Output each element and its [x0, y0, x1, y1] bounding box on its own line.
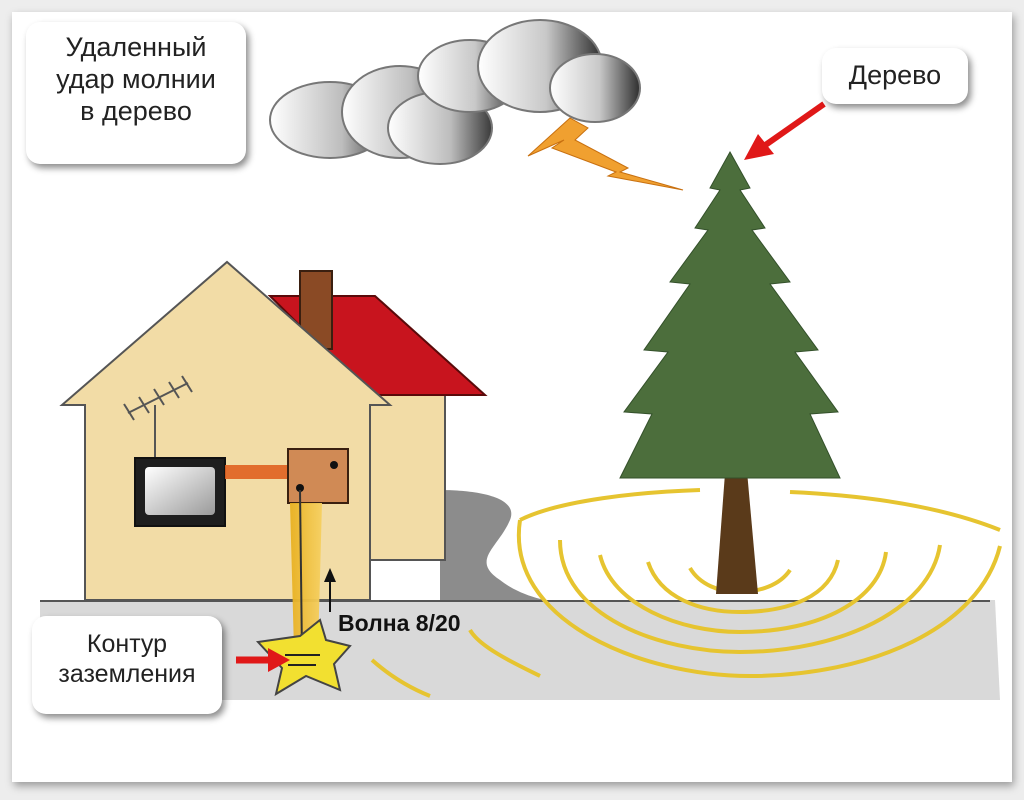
remote-strike-line-2: удар молнии: [56, 63, 216, 94]
box-terminal-bottom: [296, 484, 304, 492]
arrow-to-ground-loop: [236, 648, 290, 672]
ground-loop-line-1: Контур: [86, 630, 168, 658]
remote-strike-label: Удаленный удар молнии в дерево: [26, 22, 246, 164]
tree-label: Дерево: [822, 48, 968, 104]
box-terminal-top: [330, 461, 338, 469]
path-shadow: [440, 490, 545, 600]
tree-foliage: [619, 150, 841, 479]
tv-screen: [145, 467, 215, 515]
ground-loop-label: Контур заземления: [32, 616, 222, 714]
wave-label: Волна 8/20: [338, 610, 461, 636]
house-side-wall: [369, 394, 446, 561]
wave-arrow: [324, 568, 336, 612]
electrical-box: [287, 448, 349, 504]
surge-beam-horizontal: [225, 465, 289, 479]
tree-trunk: [716, 460, 758, 594]
lightning-bolt: [527, 117, 684, 191]
cloud-right: [417, 19, 641, 123]
arrow-to-tree: [744, 101, 826, 160]
remote-strike-line-1: Удаленный: [65, 32, 207, 62]
tv-antenna: [123, 375, 193, 460]
remote-strike-line-3: в дерево: [80, 95, 192, 126]
ground-loop-star: [255, 618, 352, 697]
ground-wire: [299, 489, 303, 656]
ground-loop-line-2: заземления: [58, 659, 196, 688]
wave-rings: [370, 488, 1002, 698]
tree-label-text: Дерево: [848, 60, 942, 90]
surge-beam-vertical: [290, 503, 322, 650]
